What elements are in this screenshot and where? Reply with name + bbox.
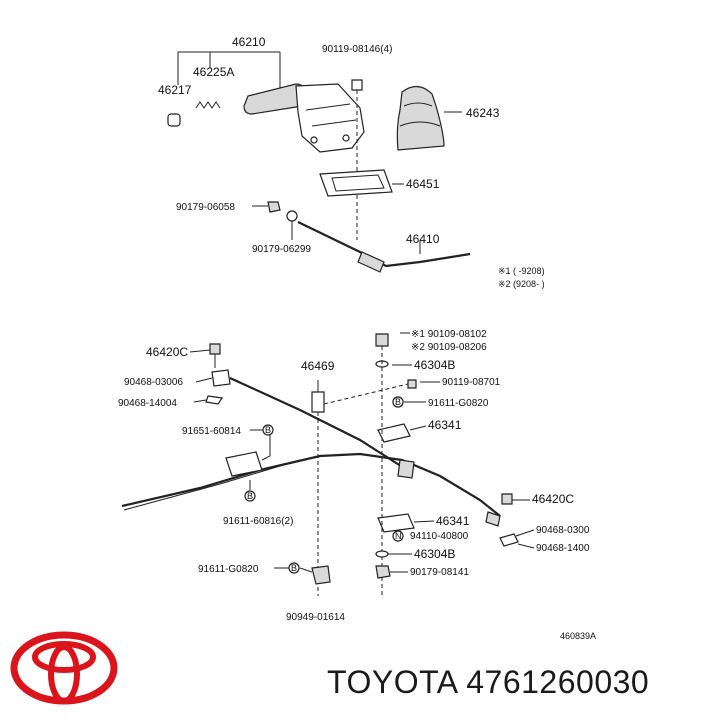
label-46341-lower: 46341: [436, 514, 470, 528]
svg-text:B: B: [291, 563, 297, 573]
label-46217: 46217: [158, 83, 192, 97]
cable-assembly: B B N B B: [121, 333, 519, 596]
brand-caption: TOYOTA 4761260030: [327, 664, 649, 701]
label-90468-03006: 90468-03006: [124, 377, 183, 388]
label-90468-1400: 90468-1400: [536, 543, 590, 554]
label-46304B-upper: 46304B: [414, 358, 455, 372]
label-90179-08141: 90179-08141: [410, 567, 469, 578]
label-46469: 46469: [301, 359, 335, 373]
toyota-logo-icon: [10, 631, 118, 705]
svg-text:B: B: [247, 491, 253, 501]
label-90109-08206: ※2 90109-08206: [411, 342, 487, 353]
label-90468-14004: 90468-14004: [118, 398, 177, 409]
bracket-46341-upper: [377, 423, 411, 443]
plate-part: [319, 169, 393, 197]
svg-text:B: B: [265, 425, 271, 435]
label-90468-0300: 90468-0300: [536, 525, 590, 536]
svg-text:N: N: [395, 531, 402, 541]
label-46451: 46451: [406, 177, 440, 191]
svg-text:B: B: [395, 397, 401, 407]
label-46243: 46243: [466, 106, 500, 120]
label-90109-08102: ※1 90109-08102: [411, 329, 487, 340]
label-90179-06299: 90179-06299: [252, 244, 311, 255]
brand-name: TOYOTA: [327, 664, 457, 700]
label-90949-01614: 90949-01614: [286, 612, 345, 623]
boot-part: [396, 85, 445, 151]
label-46341-upper: 46341: [428, 418, 462, 432]
part-number: 4761260030: [466, 664, 650, 700]
label-94110-40800: 94110-40800: [410, 531, 469, 542]
leader-lines: [189, 205, 535, 573]
label-46410: 46410: [406, 232, 440, 246]
label-46304B-lower: 46304B: [414, 547, 455, 561]
label-46210: 46210: [232, 35, 266, 49]
label-90119-08701: 90119-08701: [442, 377, 501, 388]
note-1: ※1 ( -9208): [498, 266, 545, 276]
label-46420C-right: 46420C: [532, 492, 574, 506]
label-90119-08146: 90119-08146(4): [322, 44, 392, 55]
part-labels: 46210 46225A 46217 90119-08146(4) 46243 …: [118, 35, 596, 641]
label-91611-G0820-lower: 91611-G0820: [198, 564, 259, 575]
label-91611-60816: 91611-60816(2): [223, 516, 293, 527]
label-91651-60814: 91651-60814: [182, 426, 241, 437]
lever-assembly: [167, 51, 471, 273]
label-90179-06058: 90179-06058: [176, 202, 235, 213]
button-part: [167, 113, 181, 127]
bracket-46341-lower: [377, 513, 415, 533]
label-91611-G0820-upper: 91611-G0820: [428, 398, 489, 409]
note-2: ※2 (9208- ): [498, 279, 545, 289]
diagram-code: 460839A: [560, 631, 596, 641]
label-46420C-left: 46420C: [146, 345, 188, 359]
label-46225A: 46225A: [193, 65, 234, 79]
